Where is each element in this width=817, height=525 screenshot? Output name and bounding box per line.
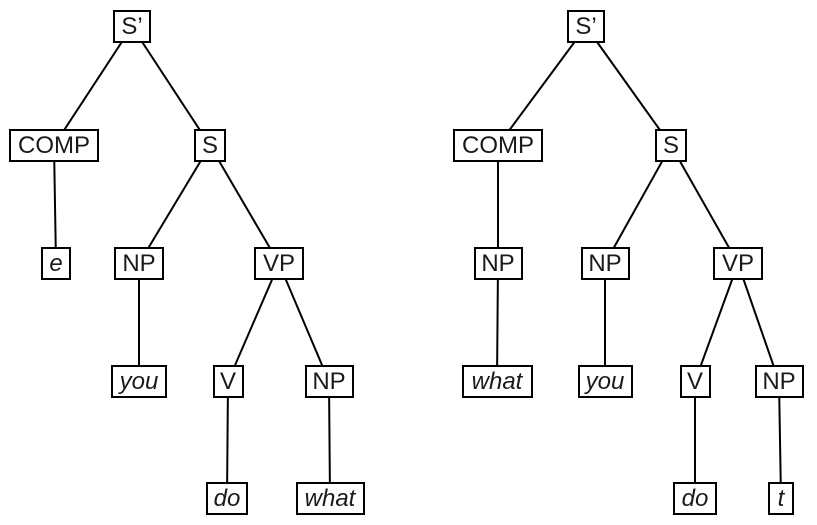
tree-edge-left-vp-v <box>227 263 280 382</box>
tree-node-left-do: do <box>206 482 248 515</box>
tree-edge-left-sprime-s <box>131 25 211 147</box>
tree-node-left-s: S <box>194 129 226 162</box>
tree-node-right-do: do <box>673 482 717 515</box>
tree-node-left-np-obj: NP <box>304 365 354 398</box>
tree-edge-right-sprime-s <box>585 25 672 147</box>
tree-node-right-you: you <box>577 365 633 398</box>
tree-node-left-e: e <box>41 247 71 280</box>
tree-edge-left-s-np-subj <box>138 144 211 265</box>
tree-node-right-np-wh: NP <box>473 247 523 280</box>
tree-node-right-v: V <box>679 365 711 398</box>
tree-node-left-vp: VP <box>254 247 304 280</box>
tree-node-right-what: what <box>461 365 533 398</box>
tree-node-left-sprime: S’ <box>113 10 151 43</box>
tree-node-left-v: V <box>212 365 244 398</box>
tree-edge-left-np-obj-what <box>328 381 331 499</box>
tree-edge-left-sprime-comp <box>53 25 133 147</box>
tree-node-right-s: S <box>655 129 687 162</box>
tree-node-right-comp: COMP <box>453 129 543 162</box>
tree-node-right-np-subj: NP <box>580 247 630 280</box>
tree-edge-right-vp-v <box>694 263 739 382</box>
tree-node-right-sprime: S’ <box>567 10 605 43</box>
tree-edge-right-s-np-subj <box>604 145 672 264</box>
tree-edge-right-s-vp <box>670 145 739 264</box>
tree-edge-left-vp-np-obj <box>278 263 330 382</box>
tree-node-right-np-obj: NP <box>754 365 804 398</box>
tree-node-left-comp: COMP <box>9 129 99 162</box>
tree-node-right-t: t <box>768 482 794 515</box>
tree-edge-right-vp-np-obj <box>737 263 780 382</box>
tree-edge-left-v-do <box>226 381 229 499</box>
tree-node-left-you: you <box>111 365 167 398</box>
tree-edge-right-sprime-comp <box>497 25 587 147</box>
tree-node-left-what: what <box>295 482 365 515</box>
tree-edge-left-comp-e <box>53 145 57 264</box>
tree-node-left-np-subj: NP <box>114 247 164 280</box>
tree-node-right-vp: VP <box>713 247 763 280</box>
tree-edge-right-np-wh-what <box>496 263 499 382</box>
tree-edge-right-np-obj-t <box>778 381 782 499</box>
tree-edge-left-s-vp <box>209 144 280 265</box>
